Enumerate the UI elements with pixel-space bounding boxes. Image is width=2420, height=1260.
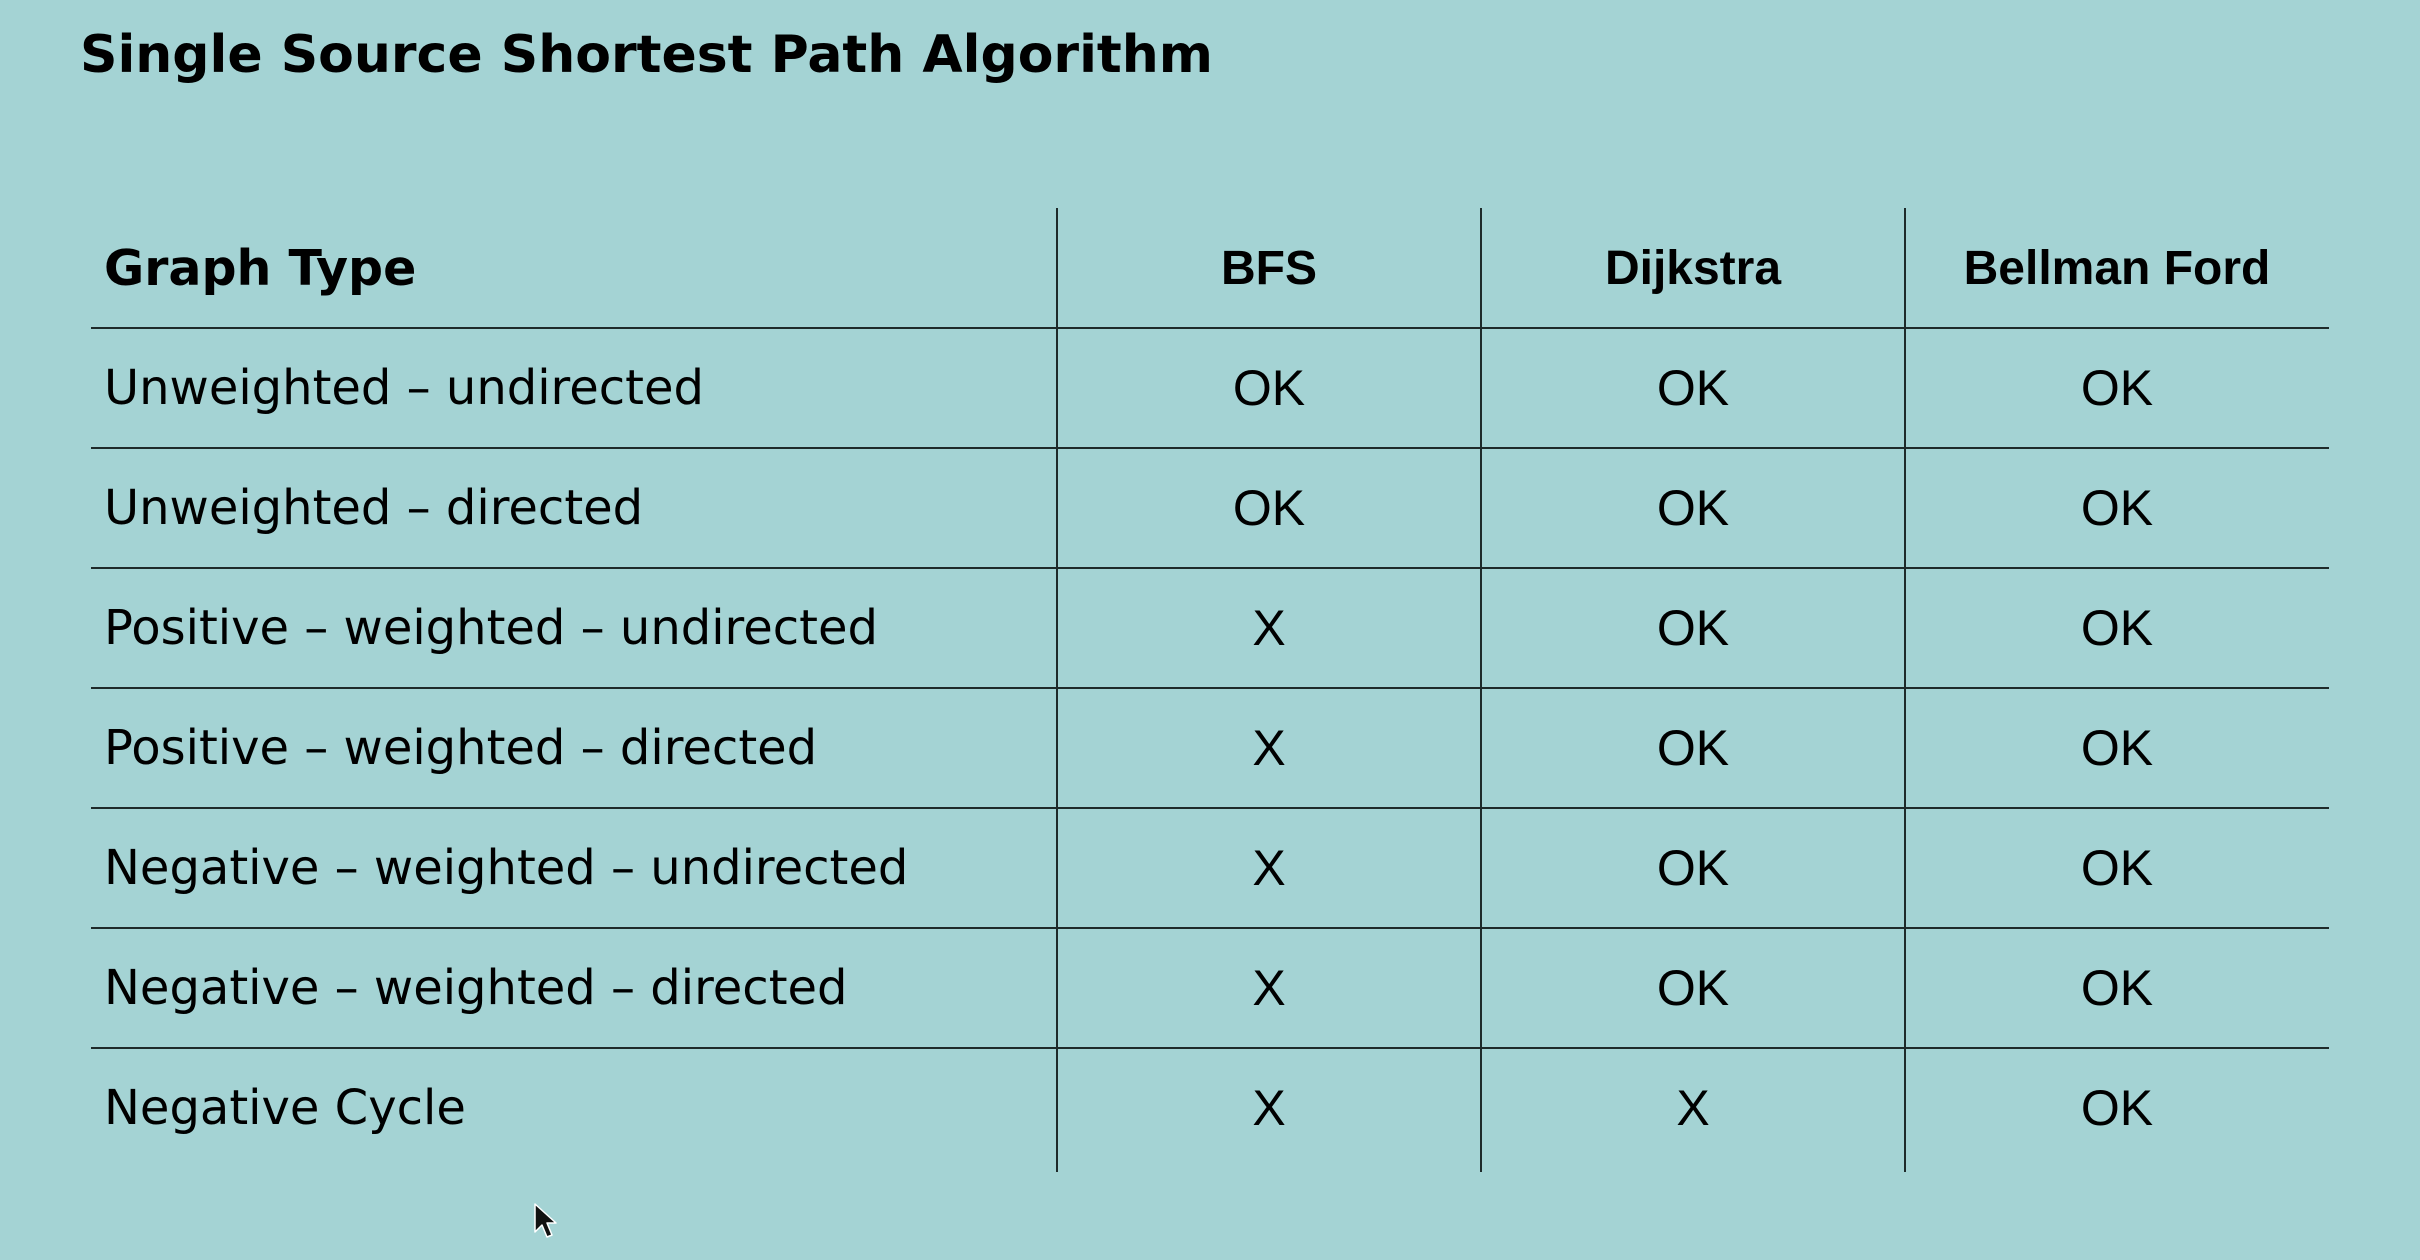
row-divider <box>91 687 2329 689</box>
graph-type-cell: Negative – weighted – directed <box>104 960 848 1016</box>
row-divider <box>91 567 2329 569</box>
dijkstra-cell: OK <box>1656 480 1730 536</box>
table-row: Unweighted – undirected OK OK OK <box>91 328 2329 448</box>
bellman-ford-cell: OK <box>2080 960 2154 1016</box>
dijkstra-cell: OK <box>1656 840 1730 896</box>
table-header-row: Graph Type BFS Dijkstra Bellman Ford <box>91 208 2329 328</box>
table-row: Negative Cycle X X OK <box>91 1048 2329 1168</box>
row-divider <box>91 927 2329 929</box>
table-row: Unweighted – directed OK OK OK <box>91 448 2329 568</box>
bfs-cell: X <box>1252 960 1286 1016</box>
header-dijkstra: Dijkstra <box>1604 241 1782 295</box>
column-divider <box>1480 208 1482 1172</box>
bellman-ford-cell: OK <box>2080 720 2154 776</box>
bfs-cell: X <box>1252 600 1286 656</box>
header-bfs: BFS <box>1221 241 1317 295</box>
comparison-table: Graph Type BFS Dijkstra Bellman Ford Unw… <box>91 208 2329 1172</box>
bfs-cell: OK <box>1232 480 1306 536</box>
dijkstra-cell: OK <box>1656 360 1730 416</box>
table-row: Positive – weighted – undirected X OK OK <box>91 568 2329 688</box>
table-row: Positive – weighted – directed X OK OK <box>91 688 2329 808</box>
bfs-cell: X <box>1252 720 1286 776</box>
bfs-cell: X <box>1252 1080 1286 1136</box>
header-bellman-ford: Bellman Ford <box>1963 241 2271 295</box>
row-divider <box>91 807 2329 809</box>
bellman-ford-cell: OK <box>2080 360 2154 416</box>
bfs-cell: X <box>1252 840 1286 896</box>
dijkstra-cell: OK <box>1656 960 1730 1016</box>
table-row: Negative – weighted – directed X OK OK <box>91 928 2329 1048</box>
graph-type-cell: Positive – weighted – undirected <box>104 600 878 656</box>
bellman-ford-cell: OK <box>2080 840 2154 896</box>
header-graph-type: Graph Type <box>104 239 417 297</box>
column-divider <box>1904 208 1906 1172</box>
bellman-ford-cell: OK <box>2080 1080 2154 1136</box>
dijkstra-cell: X <box>1676 1080 1710 1136</box>
table-row: Negative – weighted – undirected X OK OK <box>91 808 2329 928</box>
slide-title: Single Source Shortest Path Algorithm <box>80 25 1213 85</box>
bellman-ford-cell: OK <box>2080 600 2154 656</box>
bellman-ford-cell: OK <box>2080 480 2154 536</box>
row-divider <box>91 447 2329 449</box>
mouse-pointer-icon <box>534 1203 557 1238</box>
dijkstra-cell: OK <box>1656 720 1730 776</box>
graph-type-cell: Unweighted – undirected <box>104 360 704 416</box>
graph-type-cell: Negative Cycle <box>104 1080 466 1136</box>
column-divider <box>1056 208 1058 1172</box>
dijkstra-cell: OK <box>1656 600 1730 656</box>
graph-type-cell: Positive – weighted – directed <box>104 720 818 776</box>
row-divider <box>91 327 2329 329</box>
graph-type-cell: Negative – weighted – undirected <box>104 840 909 896</box>
row-divider <box>91 1047 2329 1049</box>
bfs-cell: OK <box>1232 360 1306 416</box>
graph-type-cell: Unweighted – directed <box>104 480 644 536</box>
